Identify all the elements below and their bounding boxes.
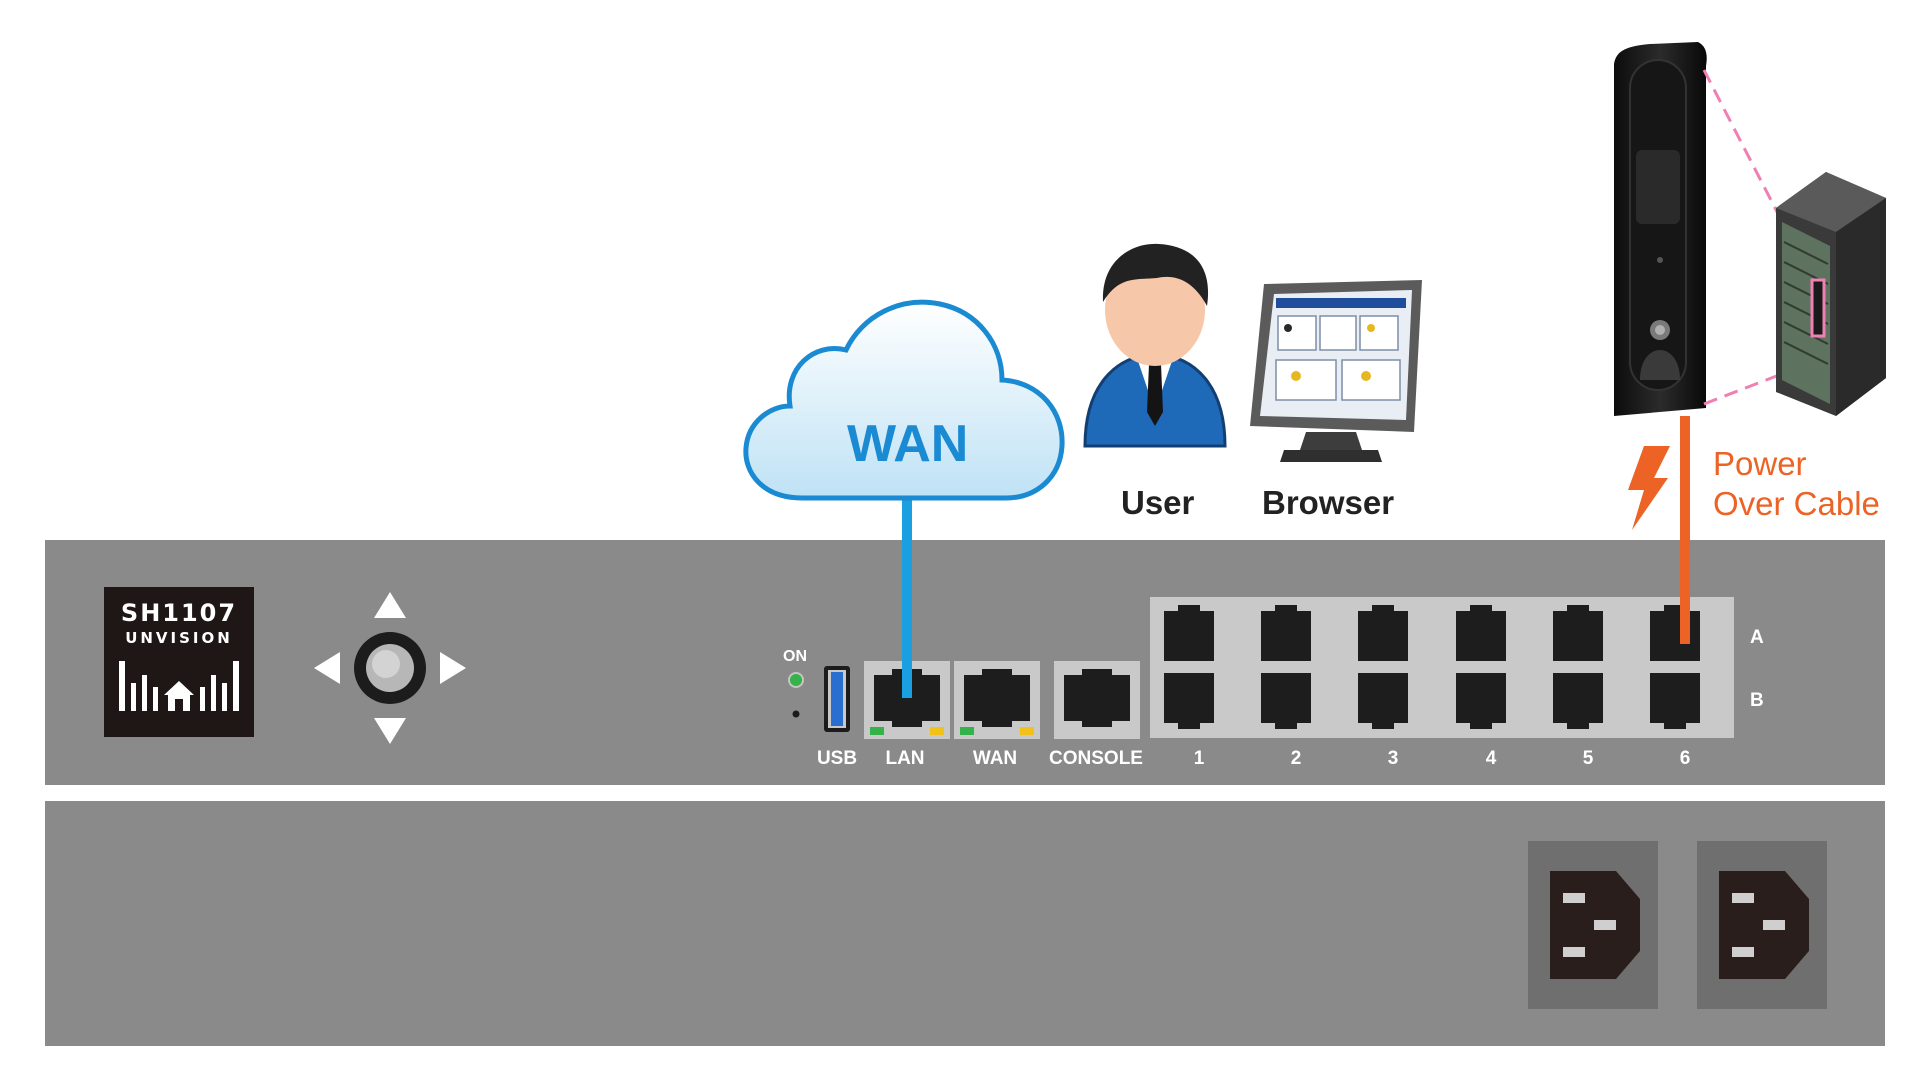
row-label-b: B	[1750, 690, 1764, 711]
model-name: SH1107	[120, 599, 238, 627]
browser-label: Browser	[1262, 484, 1395, 521]
rj45-icon	[1064, 669, 1130, 727]
console-label: CONSOLE	[1049, 748, 1143, 769]
port-label-1: 1	[1193, 748, 1205, 769]
row-label-a: A	[1750, 627, 1764, 648]
rj45-icon	[960, 669, 1034, 735]
sensor-ports[interactable]	[1150, 597, 1734, 738]
lan-link-line	[902, 498, 912, 698]
user-label: User	[1121, 484, 1195, 521]
port-label-5: 5	[1582, 748, 1594, 769]
monitor-icon	[1250, 280, 1422, 462]
port-label-2: 2	[1290, 748, 1302, 769]
poc-link-line	[1680, 416, 1690, 644]
user-icon	[1083, 243, 1227, 448]
wan-label: WAN	[972, 748, 1018, 769]
joystick-icon[interactable]	[310, 588, 470, 748]
server-rack-icon	[1776, 172, 1886, 416]
lan-port[interactable]	[864, 661, 950, 739]
on-label: ON	[783, 648, 807, 665]
cloud-label: WAN	[847, 415, 969, 473]
brand-name: UNVISION	[125, 629, 233, 647]
power-inlet-icon	[1528, 841, 1658, 1009]
device-logo: SH1107 UNVISION	[104, 587, 254, 737]
sensor-port-block	[1150, 597, 1734, 738]
console-port[interactable]	[1054, 661, 1140, 739]
rj45-icon	[870, 669, 944, 735]
cloud-icon	[743, 299, 1065, 501]
status-led-icon	[788, 672, 804, 718]
brand-bars-icon	[119, 661, 239, 711]
usb-port[interactable]	[822, 664, 852, 734]
port-label-3: 3	[1387, 748, 1399, 769]
power-inlet-icon	[1697, 841, 1827, 1009]
usb-label: USB	[816, 748, 858, 769]
poc-label-line2: Over Cable	[1713, 485, 1880, 522]
lightning-icon	[1628, 446, 1670, 530]
port-label-4: 4	[1485, 748, 1497, 769]
poc-label-line1: Power	[1713, 445, 1807, 482]
port-label-6: 6	[1679, 748, 1691, 769]
lan-label: LAN	[885, 748, 925, 769]
door-lock-icon	[1614, 42, 1707, 416]
wan-port[interactable]	[954, 661, 1040, 739]
